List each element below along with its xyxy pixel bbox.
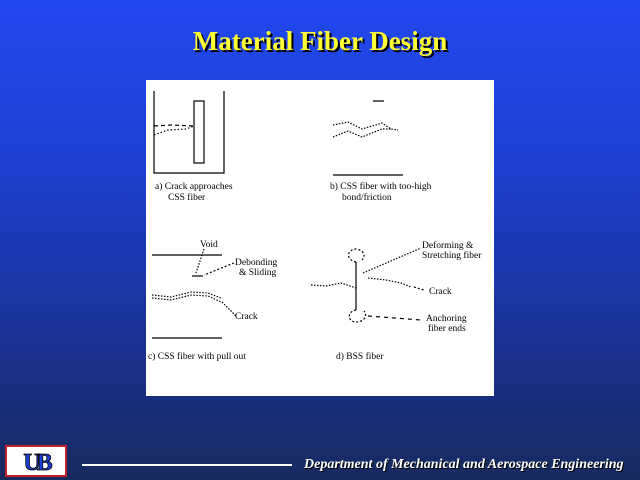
slide-title: Material Fiber Design: [192, 26, 448, 56]
panel-b-drawing: [332, 100, 403, 176]
panel-c-drawing: [151, 248, 237, 339]
fiber-ends-label: fiber ends: [428, 324, 466, 334]
panel-c-caption: c) CSS fiber with pull out: [148, 352, 246, 362]
department-name: Department of Mechanical and Aerospace E…: [304, 457, 624, 472]
panel-d-drawing: [310, 247, 425, 323]
footer-divider: [82, 464, 292, 466]
panel-a-drawing: [153, 91, 225, 174]
crack-label-c: Crack: [235, 312, 258, 322]
anchoring-label: Anchoring: [426, 314, 467, 324]
ub-logo-mark: UB: [23, 450, 57, 475]
crack-label-d: Crack: [429, 287, 452, 297]
svg-text:UB: UB: [23, 450, 52, 475]
fiber-diagrams: [151, 91, 425, 339]
stretching-label: Stretching fiber: [422, 251, 482, 261]
panel-a-caption: a) Crack approaches: [155, 182, 233, 192]
panel-b-caption: b) CSS fiber with too-high: [330, 182, 432, 192]
debonding-label: Debonding: [235, 258, 278, 268]
void-label: Void: [200, 240, 218, 250]
panel-d-caption: d) BSS fiber: [336, 352, 384, 362]
panel-b-caption-line2: bond/friction: [342, 193, 392, 203]
deforming-label: Deforming &: [422, 241, 474, 251]
ub-logo: UB: [5, 445, 67, 477]
panel-a-caption-line2: CSS fiber: [168, 193, 206, 203]
sliding-label: & Sliding: [239, 268, 277, 278]
fiber-design-figure: a) Crack approaches CSS fiber b) CSS fib…: [146, 80, 494, 396]
